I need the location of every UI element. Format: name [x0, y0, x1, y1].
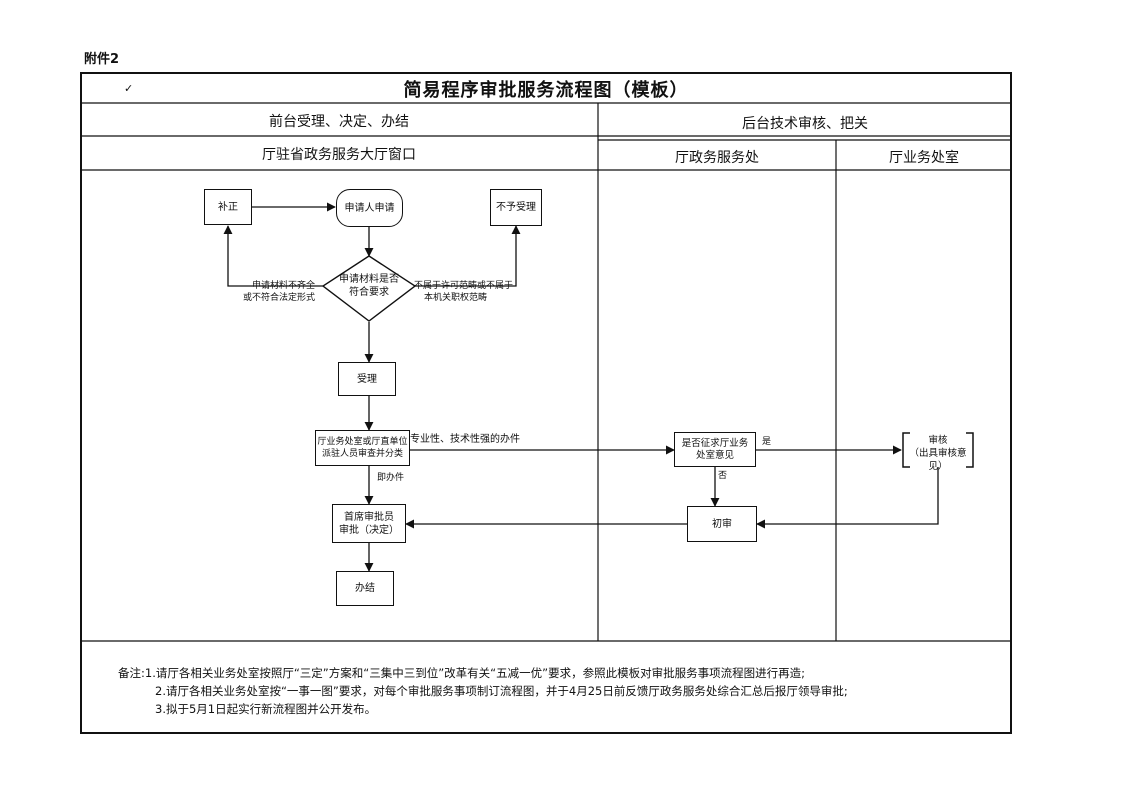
- incomplete-line-1: 申请材料不齐全: [252, 281, 316, 291]
- incomplete-label: 申请材料不齐全 或不符合法定形式: [236, 280, 315, 304]
- applicant-label: 申请人申请: [344, 202, 395, 214]
- material-check-text: 申请材料是否 符合要求: [329, 273, 409, 299]
- flowchart-frame: [80, 72, 1012, 734]
- header-back: 后台技术审核、把关: [742, 116, 868, 132]
- attachment-label: 附件2: [84, 52, 120, 67]
- check-line-2: 符合要求: [349, 287, 389, 298]
- yes-label: 是: [762, 437, 772, 447]
- consult-line-1: 是否征求厅业务: [681, 437, 749, 449]
- audit-line-1: 审核: [928, 435, 948, 446]
- reject-label: 不予受理: [496, 202, 536, 213]
- consult-decision-node: 是否征求厅业务 处室意见: [674, 432, 756, 467]
- note-1: 备注:1.请厅各相关业务处室按照厅“三定”方案和“三集中三到位”改革有关“五减一…: [118, 666, 805, 680]
- preliminary-label: 初审: [712, 518, 732, 530]
- header-front: 前台受理、决定、办结: [269, 114, 409, 130]
- correction-label: 补正: [218, 201, 238, 213]
- page-title: 简易程序审批服务流程图（模板）: [403, 80, 689, 101]
- preliminary-review-node: 初审: [687, 506, 757, 542]
- check-line-1: 申请材料是否: [339, 274, 399, 285]
- out-of-scope-label: 不属于许可范畴或不属于 本机关职权范畴: [414, 280, 513, 304]
- audit-node: 审核 （出具审核意见）: [903, 434, 973, 473]
- finish-label: 办结: [355, 583, 375, 594]
- check-mark-icon: ✓: [124, 82, 134, 95]
- accept-node: 受理: [338, 362, 396, 396]
- header-service-office: 厅政务服务处: [675, 150, 759, 166]
- chief-approver-node: 首席审批员 审批（决定）: [332, 504, 406, 543]
- header-business-office: 厅业务处室: [889, 150, 959, 166]
- material-check-diamond: [321, 255, 417, 322]
- chief-line-2: 审批（决定）: [339, 524, 399, 536]
- note-3: 3.拟于5月1日起实行新流程图并公开发布。: [155, 702, 377, 716]
- note-2: 2.请厅各相关业务处室按“一事一图”要求，对每个审批服务事项制订流程图，并于4月…: [155, 684, 848, 698]
- incomplete-line-2: 或不符合法定形式: [243, 293, 316, 303]
- immediate-case-label: 即办件: [377, 473, 405, 483]
- technical-case-label: 专业性、技术性强的办件: [410, 434, 520, 445]
- chief-line-1: 首席审批员: [344, 511, 394, 523]
- correction-node: 补正: [204, 189, 252, 225]
- finish-node: 办结: [336, 571, 394, 606]
- no-label: 否: [718, 471, 728, 481]
- consult-line-2: 处室意见: [695, 449, 734, 461]
- review-line-1: 厅业务处室或厅直单位: [317, 437, 408, 447]
- applicant-node: 申请人申请: [336, 189, 403, 227]
- out-of-scope-line-1: 不属于许可范畴或不属于: [414, 281, 514, 291]
- accept-label: 受理: [357, 373, 377, 385]
- review-line-2: 派驻人员审查并分类: [321, 449, 403, 459]
- header-window: 厅驻省政务服务大厅窗口: [262, 147, 416, 163]
- out-of-scope-line-2: 本机关职权范畴: [424, 293, 488, 303]
- notes: 备注:1.请厅各相关业务处室按照厅“三定”方案和“三集中三到位”改革有关“五减一…: [118, 664, 848, 718]
- reject-node: 不予受理: [490, 189, 542, 226]
- audit-line-2: （出具审核意见）: [909, 448, 967, 472]
- review-classify-node: 厅业务处室或厅直单位 派驻人员审查并分类: [315, 430, 410, 466]
